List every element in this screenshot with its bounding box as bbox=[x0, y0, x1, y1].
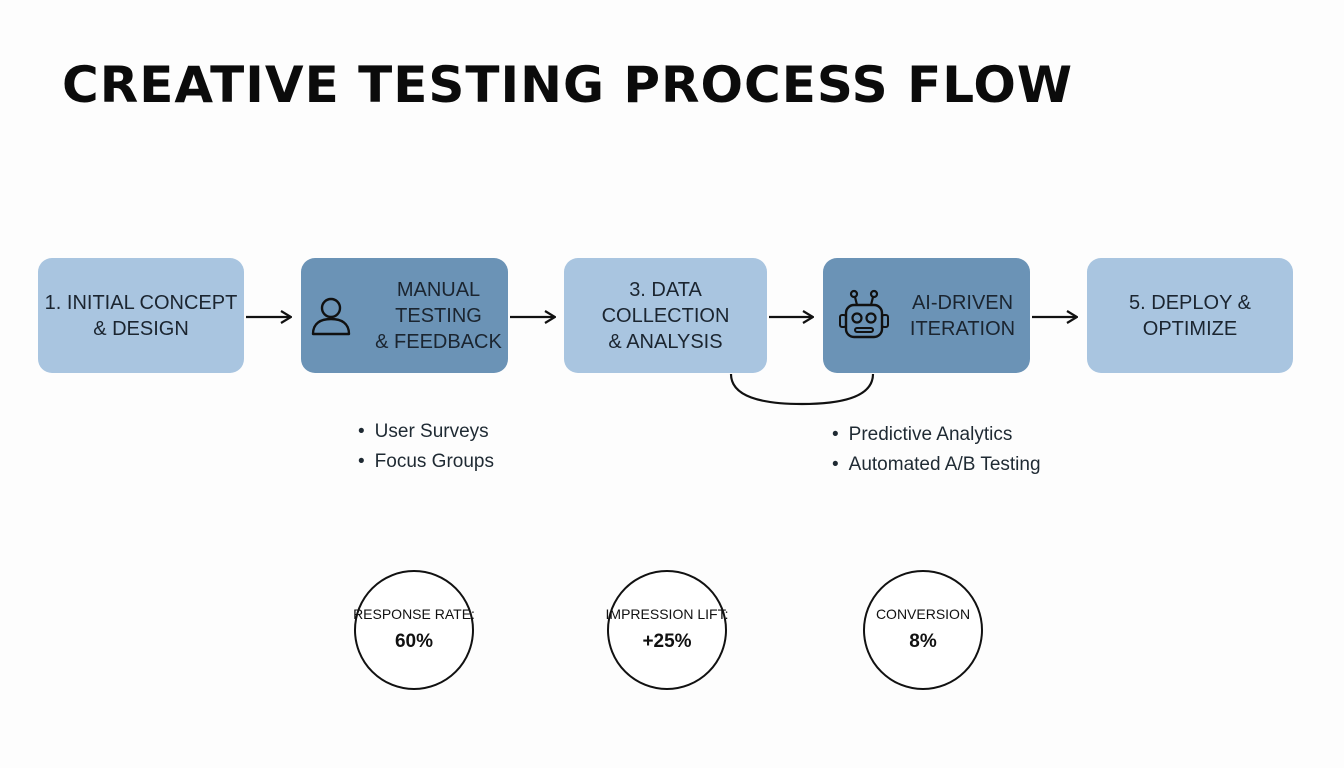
ai-iteration-methods: Predictive Analytics Automated A/B Testi… bbox=[832, 420, 1041, 480]
metric-label: RESPONSE RATE: bbox=[353, 606, 475, 622]
page-title: CREATIVE TESTING PROCESS FLOW bbox=[62, 56, 1073, 114]
list-item: User Surveys bbox=[358, 417, 494, 447]
metric-value: 8% bbox=[909, 631, 937, 652]
metric-conversion: CONVERSION 8% bbox=[863, 570, 983, 690]
step-initial-concept[interactable]: 1. INITIAL CONCEPT & DESIGN bbox=[38, 258, 244, 373]
list-item: Predictive Analytics bbox=[832, 420, 1041, 450]
user-icon bbox=[307, 292, 355, 340]
step-label: 1. INITIAL CONCEPT & DESIGN bbox=[44, 291, 238, 340]
step-label: MANUAL TESTING & FEEDBACK bbox=[375, 278, 502, 353]
step-manual-testing[interactable]: MANUAL TESTING & FEEDBACK bbox=[301, 258, 508, 373]
metric-value: +25% bbox=[642, 631, 692, 652]
list-item: Automated A/B Testing bbox=[832, 450, 1041, 480]
metric-value: 60% bbox=[394, 631, 434, 652]
step-data-collection[interactable]: 3. DATA COLLECTION & ANALYSIS bbox=[564, 258, 767, 373]
robot-icon bbox=[838, 287, 890, 345]
metric-label: IMPRESSION LIFT: bbox=[605, 606, 729, 622]
metric-impression-lift: IMPRESSION LIFT: +25% bbox=[605, 570, 729, 690]
metric-response-rate: RESPONSE RATE: 60% bbox=[353, 570, 475, 690]
feedback-loop bbox=[729, 373, 875, 406]
step-label: 5. DEPLOY & OPTIMIZE bbox=[1129, 291, 1251, 340]
step-label: AI-DRIVEN ITERATION bbox=[909, 291, 1016, 340]
metric-label: CONVERSION bbox=[875, 606, 971, 622]
step-ai-driven-iteration[interactable]: AI-DRIVEN ITERATION bbox=[823, 258, 1030, 373]
list-item: Focus Groups bbox=[358, 447, 494, 477]
step-label: 3. DATA COLLECTION & ANALYSIS bbox=[601, 278, 730, 353]
step-deploy-optimize[interactable]: 5. DEPLOY & OPTIMIZE bbox=[1087, 258, 1293, 373]
manual-testing-methods: User Surveys Focus Groups bbox=[358, 417, 494, 477]
